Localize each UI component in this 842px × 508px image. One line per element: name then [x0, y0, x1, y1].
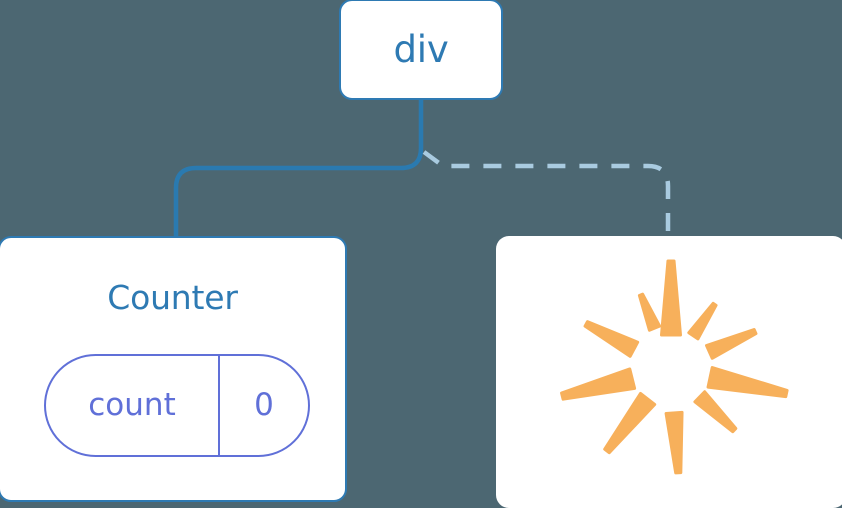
burst-ray-3: [705, 328, 758, 360]
burst-ray-10: [637, 292, 662, 332]
node-counter-label: Counter: [107, 278, 238, 317]
prop-pill-divider: [218, 356, 220, 455]
node-div[interactable]: div: [339, 0, 503, 100]
burst-ray-7: [603, 391, 657, 455]
edge-div-to-burst: [422, 150, 671, 238]
burst-ray-2: [687, 301, 718, 341]
burst-rays-group: [560, 259, 789, 475]
node-burst[interactable]: [496, 236, 842, 508]
burst-ray-4: [706, 366, 789, 399]
prop-pill-key: count: [88, 387, 176, 423]
edge-div-to-counter: [173, 100, 424, 238]
burst-ray-9: [583, 320, 640, 358]
node-div-label: div: [393, 28, 449, 71]
burst-icon: [560, 259, 789, 475]
node-counter[interactable]: Counter count 0: [0, 236, 347, 502]
burst-ray-6: [664, 410, 684, 475]
burst-ray-1: [660, 259, 682, 337]
burst-ray-8: [560, 367, 637, 401]
prop-pill-value: 0: [254, 387, 274, 423]
burst-ray-5: [693, 390, 738, 434]
prop-pill-count[interactable]: count 0: [44, 354, 310, 457]
